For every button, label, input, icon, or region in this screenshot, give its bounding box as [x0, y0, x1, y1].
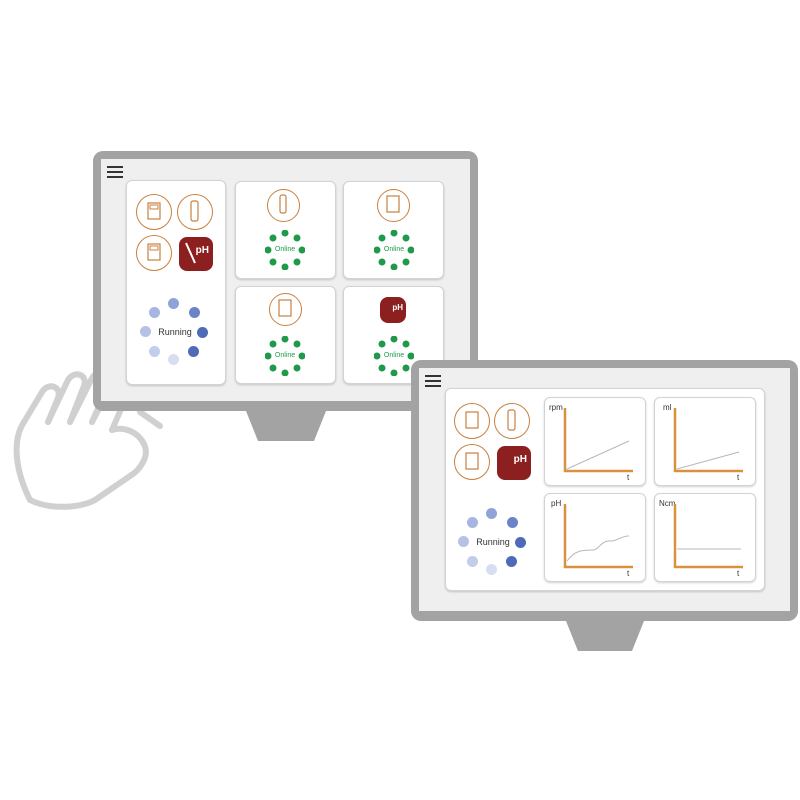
electrode-icon[interactable]: [177, 194, 213, 230]
spinner-dot: [197, 327, 208, 338]
y-axis-label: ml: [663, 403, 672, 412]
device-card[interactable]: Online: [235, 286, 336, 384]
spinner-dot: [189, 307, 200, 318]
device-card[interactable]: Online: [235, 181, 336, 279]
x-axis-label: t: [737, 569, 740, 578]
chart-rpm[interactable]: rpm t: [544, 397, 646, 486]
ph-label: pH: [195, 245, 209, 256]
status-label: Running: [158, 327, 192, 337]
spinner-dot: [467, 517, 478, 528]
status-label: Running: [476, 537, 510, 547]
chart-ml[interactable]: ml t: [654, 397, 756, 486]
spinner-dot: [168, 354, 179, 365]
monitor-2-neck: [578, 621, 632, 651]
device-icon: [377, 189, 410, 222]
online-label: Online: [383, 352, 405, 359]
spinner-dot: [188, 346, 199, 357]
device-icon[interactable]: [454, 403, 490, 439]
online-label: Online: [274, 352, 296, 359]
spinner-dot: [149, 346, 160, 357]
spinner-dot: [467, 556, 478, 567]
electrode-icon: [267, 189, 300, 222]
electrode-icon[interactable]: [494, 403, 530, 439]
device-card[interactable]: Online: [343, 181, 444, 279]
monitor-1-neck: [258, 411, 314, 441]
online-label: Online: [383, 246, 405, 253]
online-spinner: Online: [264, 335, 306, 377]
spinner-dot: [149, 307, 160, 318]
monitor-1-stand-right: [314, 411, 326, 441]
spinner-dot: [515, 537, 526, 548]
x-axis-label: t: [627, 569, 630, 578]
online-spinner: Online: [373, 229, 415, 271]
ph-sensor-icon[interactable]: pH: [497, 446, 531, 480]
chart-ncm[interactable]: Ncm t: [654, 493, 756, 582]
y-axis-label: Ncm: [659, 499, 676, 508]
chart-plot: [673, 504, 743, 569]
running-spinner: Running: [137, 295, 217, 370]
device-icon[interactable]: [454, 444, 490, 480]
spinner-dot: [458, 536, 469, 547]
online-spinner: Online: [373, 335, 415, 377]
x-axis-label: t: [737, 473, 740, 482]
monitor-2-stand-right: [632, 621, 644, 651]
chart-plot: [563, 504, 633, 569]
online-label: Online: [274, 246, 296, 253]
device-icon[interactable]: [136, 194, 172, 230]
monitor-2-stand-left: [566, 621, 578, 651]
y-axis-label: pH: [551, 499, 562, 508]
device-icon: [269, 293, 302, 326]
ph-sensor-icon: pH: [380, 297, 406, 323]
spinner-dot: [140, 326, 151, 337]
chart-ph[interactable]: pH t: [544, 493, 646, 582]
spinner-dot: [507, 517, 518, 528]
menu-icon[interactable]: [107, 166, 123, 178]
running-spinner: Running: [455, 505, 535, 580]
spinner-dot: [168, 298, 179, 309]
monitor-1-stand-left: [246, 411, 258, 441]
menu-icon[interactable]: [425, 375, 441, 387]
ph-sensor-icon[interactable]: pH: [179, 237, 213, 271]
y-axis-label: rpm: [549, 403, 563, 412]
spinner-dot: [506, 556, 517, 567]
chart-plot: [673, 408, 743, 473]
ph-label: pH: [392, 303, 403, 312]
spinner-dot: [486, 508, 497, 519]
device-icon[interactable]: [136, 235, 172, 271]
online-spinner: Online: [264, 229, 306, 271]
spinner-dot: [486, 564, 497, 575]
x-axis-label: t: [627, 473, 630, 482]
chart-plot: [563, 408, 633, 473]
ph-label: pH: [513, 454, 527, 465]
